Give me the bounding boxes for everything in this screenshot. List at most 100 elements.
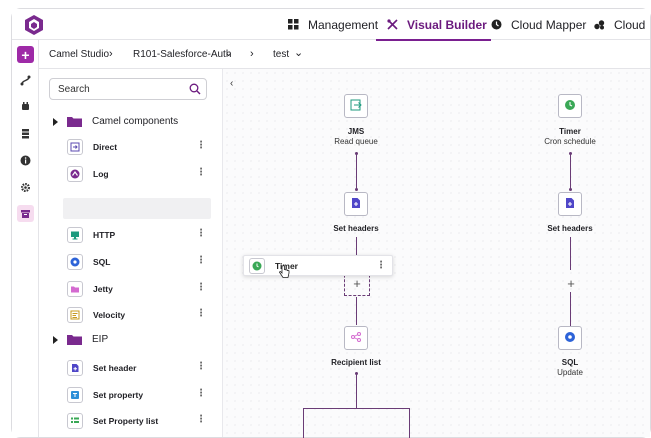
set-property-list-icon — [67, 413, 83, 429]
node-set-headers[interactable] — [558, 192, 582, 216]
sql-icon — [67, 254, 83, 270]
tab-label: Cloud Mapper — [511, 17, 587, 32]
more-vertical-icon[interactable]: ⋮ — [196, 308, 206, 319]
tab-label: Cloud — [614, 17, 646, 32]
list-item-http[interactable]: HTTP ⋮ — [67, 225, 209, 245]
add-step-button[interactable]: + — [567, 275, 575, 291]
folder-icon — [67, 335, 82, 345]
chevron-right-icon: › — [250, 48, 254, 60]
velocity-icon — [67, 307, 83, 323]
gear-icon[interactable] — [17, 179, 34, 196]
more-vertical-icon[interactable]: ⋮ — [196, 228, 206, 239]
item-label: Set property — [93, 390, 144, 400]
breadcrumb: Camel Studio › R101-Salesforce-Auth ⌄ › … — [39, 40, 650, 69]
tab-cloud[interactable]: Cloud — [593, 9, 645, 40]
breadcrumb-route[interactable]: test — [273, 49, 290, 60]
connector-line — [570, 292, 571, 326]
item-label: HTTP — [93, 230, 116, 240]
caret-right-icon — [53, 117, 58, 126]
item-label: Log — [93, 169, 109, 179]
routes-icon[interactable] — [17, 72, 34, 89]
drag-label: Timer — [275, 260, 298, 271]
connector-line — [570, 237, 571, 270]
database-icon[interactable] — [17, 125, 34, 142]
group-camel-components[interactable]: Camel components — [53, 116, 178, 127]
tab-label: Visual Builder — [407, 17, 487, 32]
chevron-right-icon: › — [109, 48, 113, 60]
list-item-direct[interactable]: Direct ⋮ — [67, 137, 209, 157]
app-window: Management Visual Builder Cloud Mapper C… — [11, 8, 651, 438]
group-label: EIP — [92, 334, 109, 345]
item-label: Velocity — [93, 310, 126, 320]
search-placeholder: Search — [58, 84, 90, 95]
jetty-icon — [67, 281, 83, 297]
dragging-component-timer[interactable]: Timer ⋮ — [243, 255, 393, 278]
connector-dot — [569, 188, 572, 191]
connector-line — [356, 153, 357, 190]
tab-visual-builder[interactable]: Visual Builder — [376, 9, 491, 41]
node-label: Recipient list — [331, 358, 381, 367]
info-icon[interactable] — [17, 152, 34, 169]
chevron-down-icon[interactable]: ⌄ — [294, 47, 304, 59]
more-vertical-icon[interactable]: ⋮ — [196, 255, 206, 266]
more-vertical-icon[interactable]: ⋮ — [196, 140, 206, 151]
connector-line — [570, 153, 571, 190]
tab-cloud-mapper[interactable]: Cloud Mapper — [490, 9, 586, 40]
list-item-log[interactable]: Log ⋮ — [67, 164, 209, 184]
node-recipient-list[interactable] — [344, 326, 368, 350]
breadcrumb-studio[interactable]: Camel Studio — [49, 49, 110, 60]
item-label: Set header — [93, 363, 137, 373]
node-timer[interactable] — [558, 94, 582, 118]
set-headers-icon — [564, 197, 576, 212]
jms-icon — [350, 99, 362, 114]
node-label: Set headers — [547, 224, 593, 233]
list-item-velocity[interactable]: Velocity ⋮ — [67, 305, 209, 325]
node-label: Set headers — [333, 224, 379, 233]
group-eip[interactable]: EIP — [53, 334, 108, 345]
more-vertical-icon[interactable]: ⋮ — [196, 414, 206, 425]
grid-icon — [287, 19, 299, 31]
timer-icon — [249, 257, 265, 274]
node-sublabel: Cron schedule — [544, 137, 596, 146]
more-vertical-icon[interactable]: ⋮ — [196, 167, 206, 178]
recipient-list-icon — [350, 331, 362, 346]
node-jms[interactable] — [344, 94, 368, 118]
list-item-set-header[interactable]: Set header ⋮ — [67, 358, 209, 378]
component-palette: Search Camel components Direct ⋮ Log ⋮ H… — [39, 69, 223, 437]
more-vertical-icon[interactable]: ⋮ — [196, 388, 206, 399]
log-icon — [67, 166, 83, 182]
sql-icon — [564, 331, 576, 346]
search-input[interactable]: Search — [49, 78, 207, 100]
chevron-left-icon[interactable]: ‹ — [230, 78, 234, 89]
search-icon[interactable] — [189, 83, 201, 95]
archive-icon[interactable] — [17, 205, 34, 222]
node-sql[interactable] — [558, 326, 582, 350]
list-item-set-property[interactable]: Set property ⋮ — [67, 385, 209, 405]
tab-label: Management — [308, 17, 379, 32]
connector-line — [356, 237, 357, 255]
more-vertical-icon[interactable]: ⋮ — [376, 260, 386, 271]
http-icon — [67, 227, 83, 243]
group-label: Camel components — [92, 116, 179, 127]
item-label: Jetty — [93, 284, 113, 294]
folder-icon — [67, 117, 82, 127]
more-vertical-icon[interactable]: ⋮ — [196, 282, 206, 293]
direct-icon — [67, 139, 83, 155]
list-item-set-property-list[interactable]: Set Property list ⋮ — [67, 411, 209, 431]
add-icon[interactable]: + — [17, 46, 34, 63]
clock-icon — [490, 19, 502, 31]
node-set-headers[interactable] — [344, 192, 368, 216]
chevron-down-icon[interactable]: ⌄ — [224, 47, 234, 59]
list-item-sql[interactable]: SQL ⋮ — [67, 252, 209, 272]
camel-logo-icon[interactable] — [23, 14, 45, 36]
tab-management[interactable]: Management — [287, 9, 378, 40]
breadcrumb-project[interactable]: R101-Salesforce-Auth — [133, 49, 232, 60]
flow-canvas[interactable]: ‹ JMS Read queue Set headers + Recipient… — [223, 69, 650, 438]
node-label: JMS — [347, 127, 365, 136]
more-vertical-icon[interactable]: ⋮ — [196, 361, 206, 372]
list-item-jetty[interactable]: Jetty ⋮ — [67, 279, 209, 299]
set-headers-icon — [350, 197, 362, 212]
hand-cursor-icon — [279, 265, 290, 278]
plugin-icon[interactable] — [17, 98, 34, 115]
item-label: Direct — [93, 142, 118, 152]
